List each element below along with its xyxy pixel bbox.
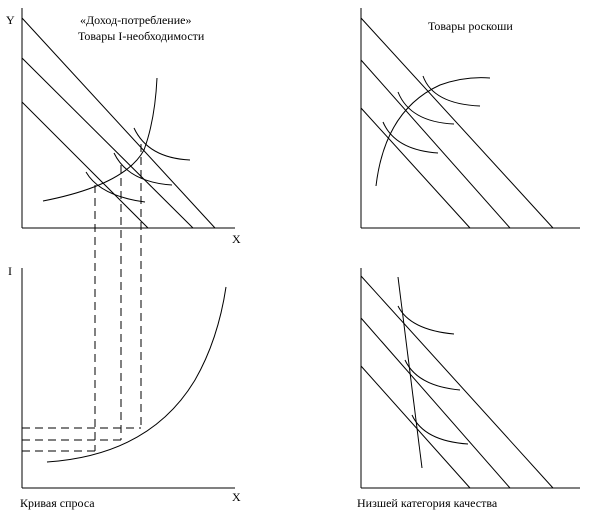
indifference-curve-1 xyxy=(411,414,469,445)
indifference-curve-1 xyxy=(382,121,439,154)
indifference-curve-2 xyxy=(397,91,455,125)
income-consumption-curve xyxy=(397,276,423,469)
budget-line-2 xyxy=(360,59,511,229)
income-consumption-curve xyxy=(375,77,491,187)
panel-necessities: Y X «Доход-потребление» Товары I-необход… xyxy=(6,8,241,246)
budget-line-3 xyxy=(21,17,216,229)
budget-line-2 xyxy=(21,57,194,229)
indifference-curve-3 xyxy=(422,75,481,107)
income-consumption-curve xyxy=(42,77,158,202)
panel-luxury: Товары роскоши xyxy=(360,8,580,229)
budget-line-1 xyxy=(21,101,149,229)
budget-line-3 xyxy=(360,275,554,489)
panel-inferior: Низшей категория качества xyxy=(357,268,580,510)
indifference-curve-2 xyxy=(404,359,461,391)
indifference-curve-3 xyxy=(133,127,191,161)
x-axis-label: X xyxy=(232,232,241,246)
panel-title-line2: Товары I-необходимости xyxy=(78,29,205,43)
panel-title: Товары роскоши xyxy=(428,19,513,33)
budget-line-1 xyxy=(360,365,471,489)
indifference-curve-3 xyxy=(397,305,455,335)
budget-line-3 xyxy=(360,17,554,229)
x-axis-label: X xyxy=(232,490,241,504)
y-axis-label: I xyxy=(8,264,12,278)
panel-caption: Кривая спроса xyxy=(20,496,95,510)
panel-title-line1: «Доход-потребление» xyxy=(80,13,191,27)
indifference-curve-1 xyxy=(85,171,146,203)
indifference-curve-2 xyxy=(113,152,173,186)
panel-caption: Низшей категория качества xyxy=(357,496,498,510)
panel-demand: I X Кривая спроса xyxy=(8,144,241,510)
budget-line-2 xyxy=(360,317,511,489)
budget-line-1 xyxy=(360,107,471,229)
y-axis-label: Y xyxy=(6,13,15,27)
demand-curve xyxy=(46,286,227,463)
